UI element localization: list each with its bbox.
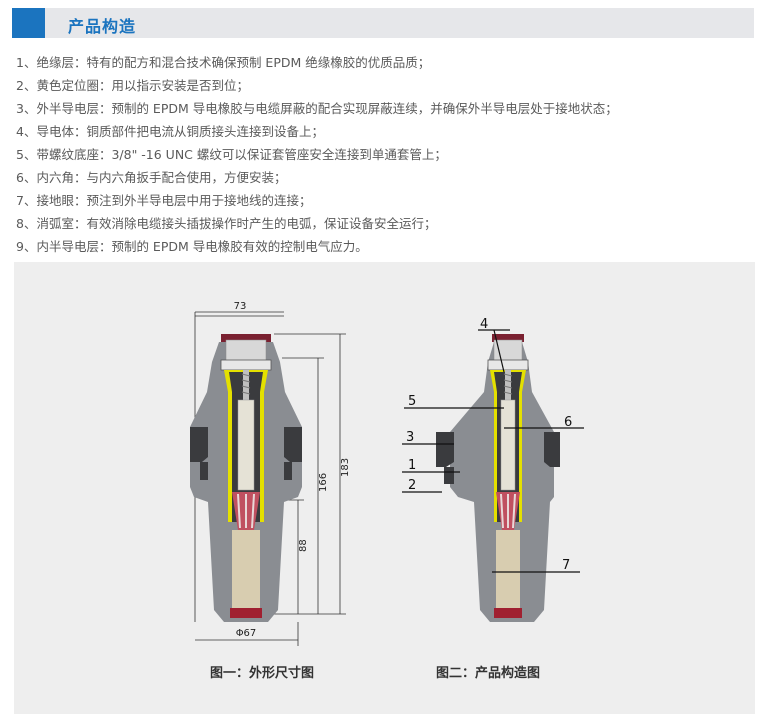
feature-item: 3、外半导电层：预制的 EPDM 导电橡胶与电缆屏蔽的配合实现屏蔽连续，并确保外…	[16, 101, 618, 116]
feature-item: 4、导电体：铜质部件把电流从铜质接头连接到设备上；	[16, 124, 324, 139]
fig1-dim-bottom: Φ67	[236, 628, 257, 639]
fig2-label-5: 5	[408, 394, 416, 409]
feature-item: 1、绝缘层：特有的配方和混合技术确保预制 EPDM 绝缘橡胶的优质品质；	[16, 55, 431, 70]
fig2-label-4: 4	[480, 317, 488, 332]
figure1-caption: 图一：外形尺寸图	[210, 666, 315, 681]
fig2-label-3: 3	[406, 430, 414, 445]
fig1-dim-88: 88	[298, 539, 309, 552]
figure2-drawing: 4 5 6 3 1 2 7	[402, 317, 584, 622]
feature-item: 7、接地眼：预注到外半导电层中用于接地线的连接；	[16, 193, 312, 208]
feature-item: 9、内半导电层：预制的 EPDM 导电橡胶有效的控制电气应力。	[16, 239, 368, 254]
fig2-label-7: 7	[562, 558, 570, 573]
fig2-label-6: 6	[564, 415, 572, 430]
figure-panel: 73 183 166 88 Φ67	[14, 262, 755, 714]
fig2-label-1: 1	[408, 458, 416, 473]
fig1-dim-top: 73	[234, 301, 247, 312]
feature-item: 2、黄色定位圈：用以指示安装是否到位；	[16, 78, 249, 93]
figure2-caption: 图二：产品构造图	[436, 666, 541, 681]
section-header: 产品构造	[12, 8, 754, 38]
feature-item: 8、消弧室：有效消除电缆接头插拔操作时产生的电弧，保证设备安全运行；	[16, 216, 437, 231]
section-title: 产品构造	[68, 17, 137, 36]
fig2-label-2: 2	[408, 478, 416, 493]
fig1-dim-183: 183	[340, 458, 351, 477]
feature-item: 5、带螺纹底座：3/8" -16 UNC 螺纹可以保证套管座安全连接到单通套管上…	[16, 147, 447, 162]
section-header-mark	[12, 8, 45, 38]
feature-item: 6、内六角：与内六角扳手配合使用，方便安装；	[16, 170, 287, 185]
figures-svg: 73 183 166 88 Φ67	[190, 301, 584, 646]
fig1-dim-166: 166	[318, 473, 329, 492]
figure1-drawing: 73 183 166 88 Φ67	[190, 301, 351, 646]
